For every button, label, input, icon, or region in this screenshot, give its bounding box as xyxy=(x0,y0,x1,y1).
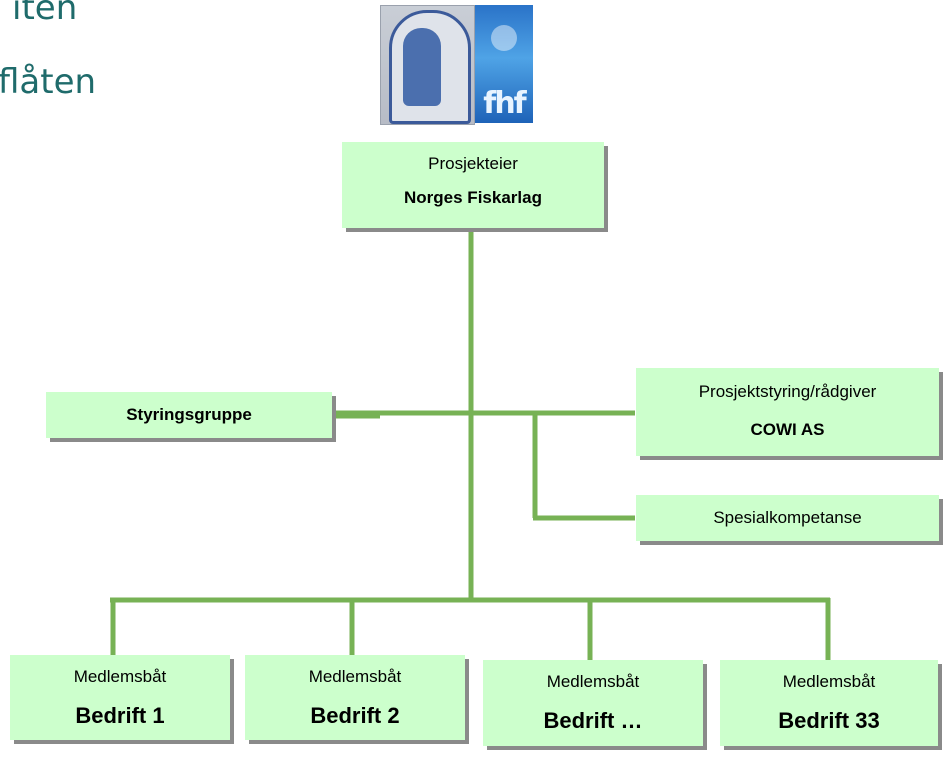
node-member-1: Medlemsbåt Bedrift 1 xyxy=(10,655,230,740)
page-title-line-1: iten xyxy=(12,0,78,28)
node-project-owner-role: Prosjekteier xyxy=(428,154,518,173)
node-project-owner: Prosjekteier Norges Fiskarlag xyxy=(342,142,604,228)
node-advisor-name: COWI AS xyxy=(750,420,825,439)
node-member-1-name: Bedrift 1 xyxy=(75,703,165,728)
page-title-line-2: flåten xyxy=(0,62,97,102)
fhf-logo: fhf xyxy=(475,5,533,123)
node-special-competence: Spesialkompetanse xyxy=(636,495,939,541)
node-member-2: Medlemsbåt Bedrift 2 xyxy=(245,655,465,740)
node-member-4-role: Medlemsbåt xyxy=(782,672,876,691)
fisherman-figure-icon xyxy=(403,28,441,106)
node-steering-group-name: Styringsgruppe xyxy=(126,405,252,424)
node-member-3: Medlemsbåt Bedrift … xyxy=(483,660,703,746)
node-member-3-name: Bedrift … xyxy=(543,708,643,733)
node-member-4-name: Bedrift 33 xyxy=(778,708,880,733)
norges-fiskarlag-logo xyxy=(380,5,475,125)
node-member-2-name: Bedrift 2 xyxy=(310,703,400,728)
node-member-3-role: Medlemsbåt xyxy=(546,672,640,691)
node-steering-group: Styringsgruppe xyxy=(46,392,332,438)
fhf-logo-text: fhf xyxy=(483,86,526,121)
water-drop-icon xyxy=(491,25,517,51)
node-member-2-role: Medlemsbåt xyxy=(308,667,402,686)
node-member-1-role: Medlemsbåt xyxy=(73,667,167,686)
node-advisor-role: Prosjektstyring/rådgiver xyxy=(698,382,877,401)
node-project-owner-name: Norges Fiskarlag xyxy=(404,188,542,207)
node-member-4: Medlemsbåt Bedrift 33 xyxy=(720,660,938,746)
node-special-competence-name: Spesialkompetanse xyxy=(713,508,862,527)
node-advisor: Prosjektstyring/rådgiver COWI AS xyxy=(636,368,939,456)
